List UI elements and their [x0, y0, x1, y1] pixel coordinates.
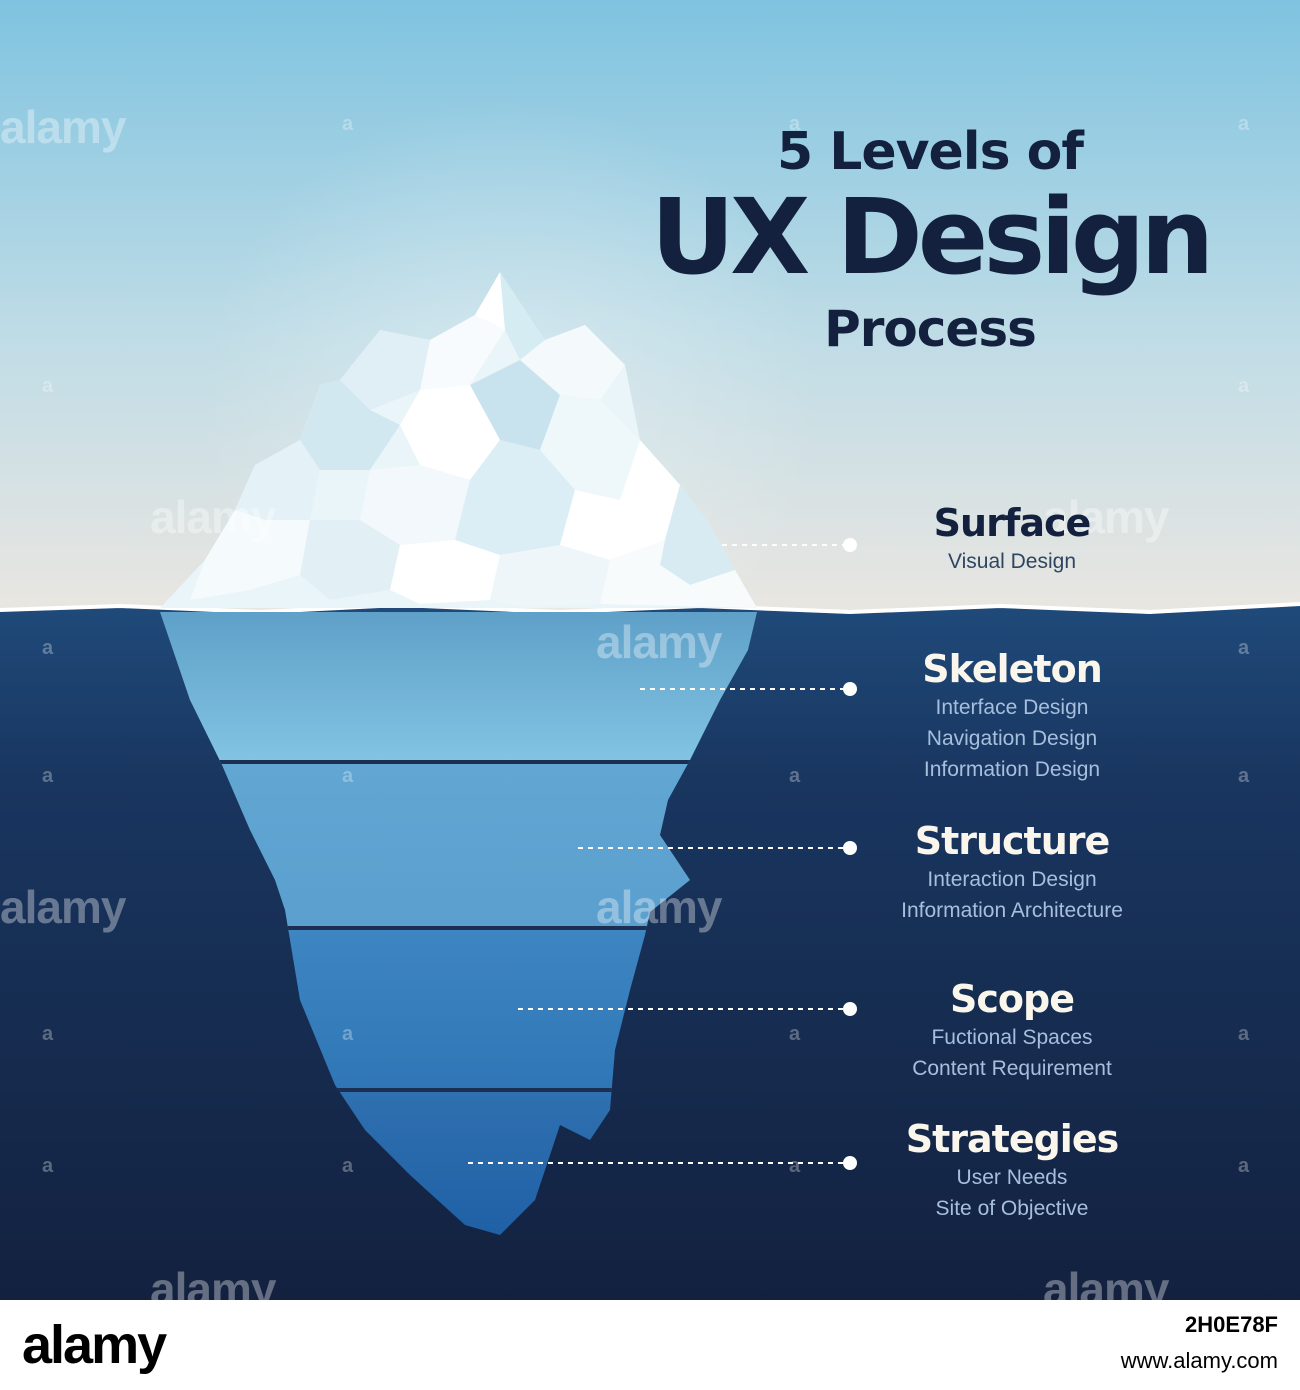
watermark: a	[789, 765, 801, 787]
level-item: Interface Design	[935, 696, 1089, 719]
footer-bar: alamy 2H0E78F www.alamy.com	[0, 1300, 1300, 1390]
title-line-3: Process	[824, 300, 1037, 358]
iceberg-illustration	[0, 0, 1300, 1300]
watermark: a	[1238, 113, 1250, 135]
watermark: a	[789, 1023, 801, 1045]
level-skeleton: Skeleton Interface Design Navigation Des…	[812, 646, 1212, 785]
watermark: a	[42, 1155, 54, 1177]
level-item: Visual Design	[947, 550, 1077, 573]
level-scope: Scope Fuctional Spaces Content Requireme…	[812, 976, 1212, 1084]
title-line-1: 5 Levels of	[776, 122, 1084, 182]
watermark: a	[789, 1155, 801, 1177]
image-id: 2H0E78F	[1185, 1312, 1278, 1337]
level-strategies: Strategies User Needs Site of Objective	[812, 1116, 1212, 1224]
watermark: a	[1238, 1023, 1250, 1045]
watermark: a	[1238, 637, 1250, 659]
watermark: alamy	[0, 881, 126, 933]
iceberg-tip	[160, 272, 757, 608]
watermark: a	[1238, 1155, 1250, 1177]
alamy-logo: alamy	[22, 1315, 167, 1375]
watermark: a	[342, 113, 354, 135]
level-item: Information Design	[923, 758, 1101, 781]
level-item: Navigation Design	[926, 727, 1098, 750]
watermark: alamy	[150, 491, 276, 543]
level-item: Site of Objective	[935, 1197, 1089, 1220]
watermark: a	[342, 765, 354, 787]
level-item: Content Requirement	[912, 1057, 1112, 1080]
watermark: a	[42, 765, 54, 787]
level-item: Fuctional Spaces	[931, 1026, 1093, 1049]
watermark: alamy	[0, 101, 126, 153]
watermark: a	[42, 637, 54, 659]
watermark: a	[342, 1155, 354, 1177]
level-structure: Structure Interaction Design Information…	[812, 818, 1212, 926]
level-title: Surface	[933, 501, 1092, 545]
watermark: a	[1238, 765, 1250, 787]
level-title: Strategies	[905, 1117, 1119, 1161]
connector-dots	[843, 538, 857, 1170]
level-title: Structure	[914, 819, 1111, 863]
watermark: a	[42, 1023, 54, 1045]
watermark: a	[789, 113, 801, 135]
connector-lines	[468, 544, 848, 1164]
site-url: www.alamy.com	[1120, 1348, 1278, 1373]
watermark: a	[1238, 375, 1250, 397]
watermark: alamy	[596, 881, 722, 933]
level-item: User Needs	[956, 1166, 1068, 1189]
title-line-2: UX Design	[650, 176, 1215, 298]
level-item: Interaction Design	[927, 868, 1097, 891]
watermark: alamy	[596, 616, 722, 668]
level-item: Information Architecture	[901, 899, 1123, 922]
level-title: Scope	[950, 977, 1075, 1021]
watermark: alamy	[1043, 491, 1169, 543]
watermark: a	[42, 375, 54, 397]
level-surface: Surface Visual Design	[812, 500, 1212, 577]
level-title: Skeleton	[922, 647, 1103, 691]
watermark: a	[342, 1023, 354, 1045]
